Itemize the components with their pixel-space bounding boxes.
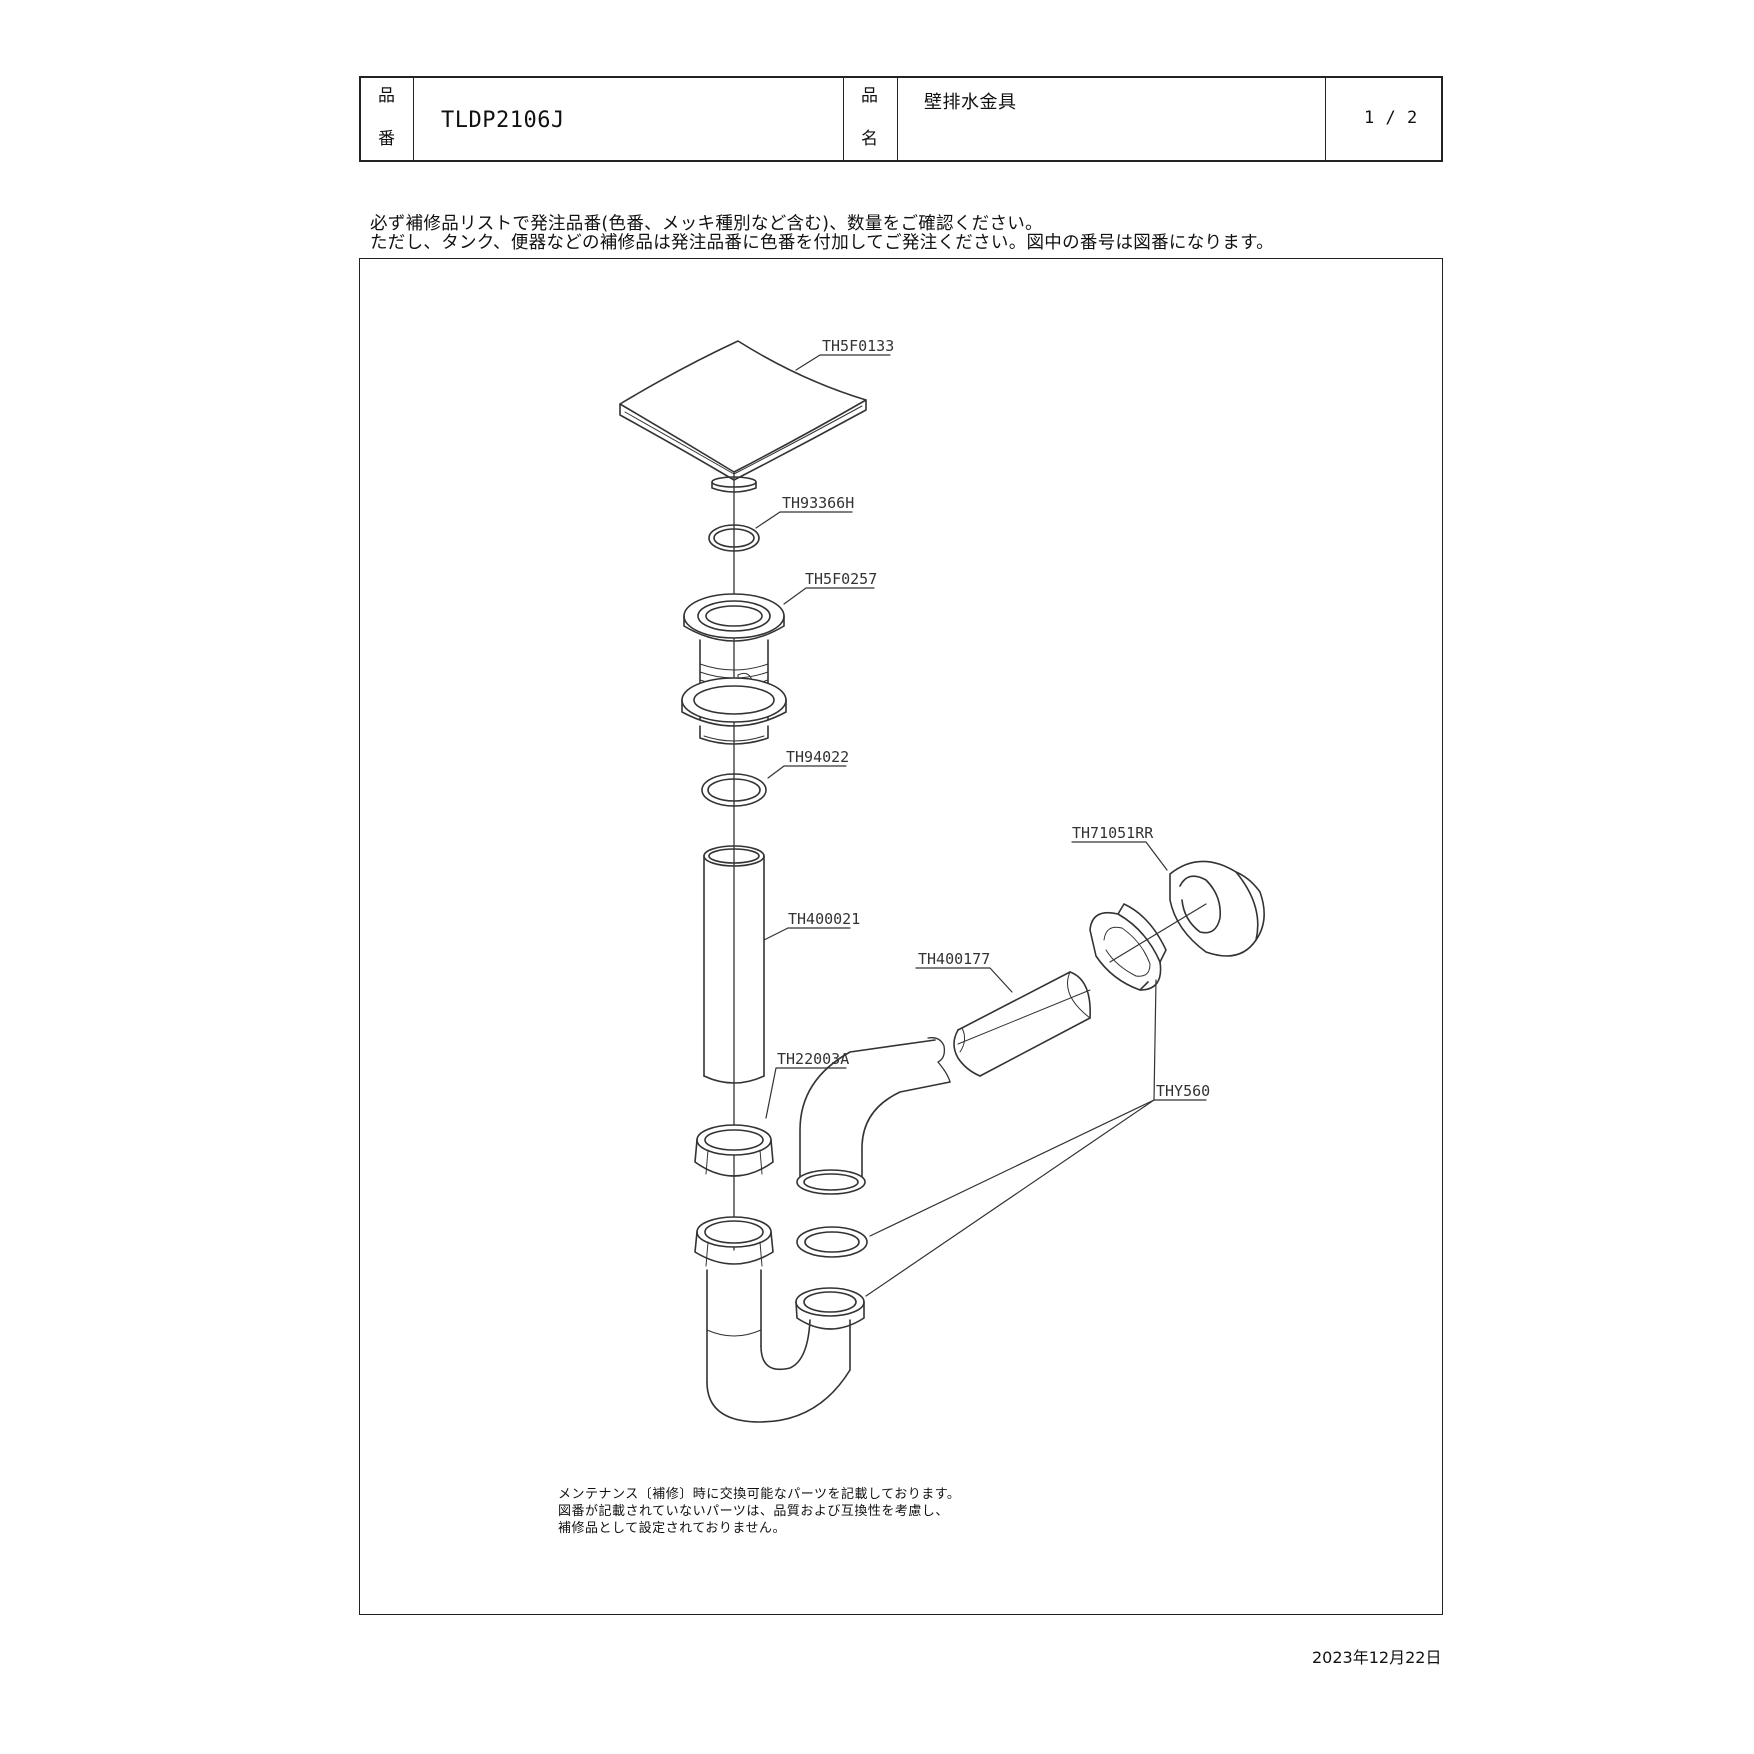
divider (897, 78, 898, 160)
wall-pipe-part (953, 971, 1091, 1077)
part-name-label-1: 品 (861, 86, 878, 106)
leader-gasket (767, 765, 847, 779)
o-ring-part (708, 524, 760, 552)
tail-pipe-part (703, 845, 765, 1084)
leader-wall-flange (1071, 841, 1168, 871)
divider (413, 78, 414, 160)
slip-nut-part (694, 1124, 774, 1183)
leader-o-ring (755, 511, 853, 529)
label-gasket: TH94022 (786, 748, 849, 766)
wall-nut-part (1089, 903, 1167, 991)
trap-o-ring-part (796, 1226, 868, 1258)
gasket-part (701, 773, 767, 807)
maintenance-note-line-2: 図番が記載されていないパーツは、品質および互換性を考慮し、 (558, 1504, 949, 1519)
leader-drain-body (783, 587, 875, 605)
p-trap-part (694, 1216, 865, 1423)
drain-body-part (681, 593, 787, 745)
label-trap-parts: THY560 (1156, 1082, 1210, 1100)
part-number: TLDP2106J (441, 108, 565, 133)
leader-tail-pipe (763, 927, 851, 941)
maintenance-note-line-3: 補修品として設定されておりません。 (558, 1521, 786, 1536)
label-drain-body: TH5F0257 (805, 570, 877, 588)
label-grate: TH5F0133 (822, 337, 894, 355)
label-wall-pipe: TH400177 (918, 950, 990, 968)
label-wall-flange: TH71051RR (1072, 824, 1154, 842)
divider (1325, 78, 1326, 160)
divider (843, 78, 844, 160)
title-block: 品 番 TLDP2106J 品 名 壁排水金具 1 / 2 (359, 76, 1443, 162)
drawing-frame (359, 258, 1443, 1615)
part-no-label-2: 番 (378, 129, 395, 149)
part-no-label-1: 品 (378, 86, 395, 106)
leader-thy560-trap (865, 1099, 1155, 1297)
issue-date: 2023年12月22日 (1312, 1648, 1442, 1667)
grate-part (619, 340, 867, 493)
notice-line-1: 必ず補修品リストで発注品番(色番、メッキ種別など含む)、数量をご確認ください。 (370, 214, 1043, 234)
label-o-ring: TH93366H (782, 494, 854, 512)
wall-flange-part (1169, 860, 1265, 957)
trap-elbow-part (796, 1037, 951, 1195)
label-tail-pipe: TH400021 (788, 910, 860, 928)
leader-wall-pipe (915, 967, 1013, 993)
part-name: 壁排水金具 (924, 92, 1017, 113)
leader-grate (795, 354, 891, 371)
notice-line-2: ただし、タンク、便器などの補修品は発注品番に色番を付加してご発注ください。図中の… (370, 233, 1274, 253)
maintenance-note-line-1: メンテナンス〔補修〕時に交換可能なパーツを記載しております。 (558, 1487, 961, 1502)
page-indicator: 1 / 2 (1364, 108, 1418, 128)
leader-thy560-oring (869, 1099, 1155, 1237)
label-nut: TH22003A (777, 1050, 849, 1068)
leader-nut (765, 1067, 847, 1119)
maintenance-note: メンテナンス〔補修〕時に交換可能なパーツを記載しております。 図番が記載されてい… (558, 1486, 960, 1537)
part-name-label-2: 名 (861, 129, 878, 149)
